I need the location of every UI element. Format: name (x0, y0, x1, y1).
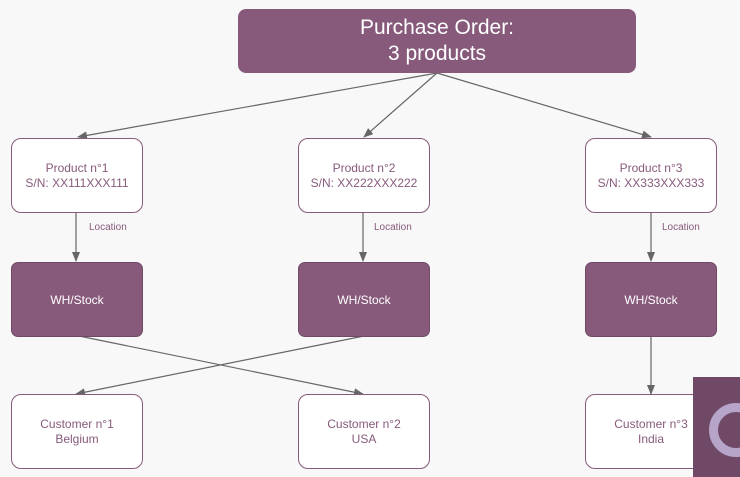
purchase-order-node: Purchase Order: 3 products (238, 9, 636, 73)
product-node-1: Product n°1 S/N: XX111XXX111 (11, 138, 143, 213)
customer-country: USA (351, 431, 377, 446)
edge-label-location-1: Location (89, 222, 127, 233)
edge-label-location-2: Location (374, 222, 412, 233)
customer-name: Customer n°2 (327, 416, 401, 431)
edge-wh-2-to-customer-1 (75, 335, 365, 397)
purchase-order-count: 3 products (387, 42, 487, 65)
overlay-widget[interactable] (693, 377, 740, 477)
customer-country: Belgium (55, 431, 99, 446)
ring-icon (709, 403, 740, 457)
product-serial: S/N: XX222XXX222 (310, 175, 418, 190)
product-name: Product n°3 (619, 160, 683, 175)
edge-order-to-product-1 (77, 72, 438, 140)
warehouse-label: WH/Stock (624, 292, 678, 307)
customer-country: India (637, 431, 665, 446)
purchase-order-title: Purchase Order: (359, 16, 515, 39)
customer-name: Customer n°3 (614, 416, 688, 431)
product-serial: S/N: XX333XXX333 (597, 175, 705, 190)
product-name: Product n°2 (332, 160, 396, 175)
product-node-2: Product n°2 S/N: XX222XXX222 (298, 138, 430, 213)
warehouse-node-1: WH/Stock (11, 262, 143, 337)
customer-node-2: Customer n°2 USA (298, 394, 430, 469)
customer-name: Customer n°1 (40, 416, 114, 431)
edge-order-to-product-2 (363, 72, 438, 138)
warehouse-node-2: WH/Stock (298, 262, 430, 337)
edge-order-to-product-3 (436, 72, 652, 139)
product-serial: S/N: XX111XXX111 (25, 175, 129, 190)
customer-node-1: Customer n°1 Belgium (11, 394, 143, 469)
edge-label-location-3: Location (662, 222, 700, 233)
warehouse-label: WH/Stock (50, 292, 104, 307)
product-node-3: Product n°3 S/N: XX333XXX333 (585, 138, 717, 213)
product-name: Product n°1 (45, 160, 109, 175)
warehouse-label: WH/Stock (337, 292, 391, 307)
warehouse-node-3: WH/Stock (585, 262, 717, 337)
